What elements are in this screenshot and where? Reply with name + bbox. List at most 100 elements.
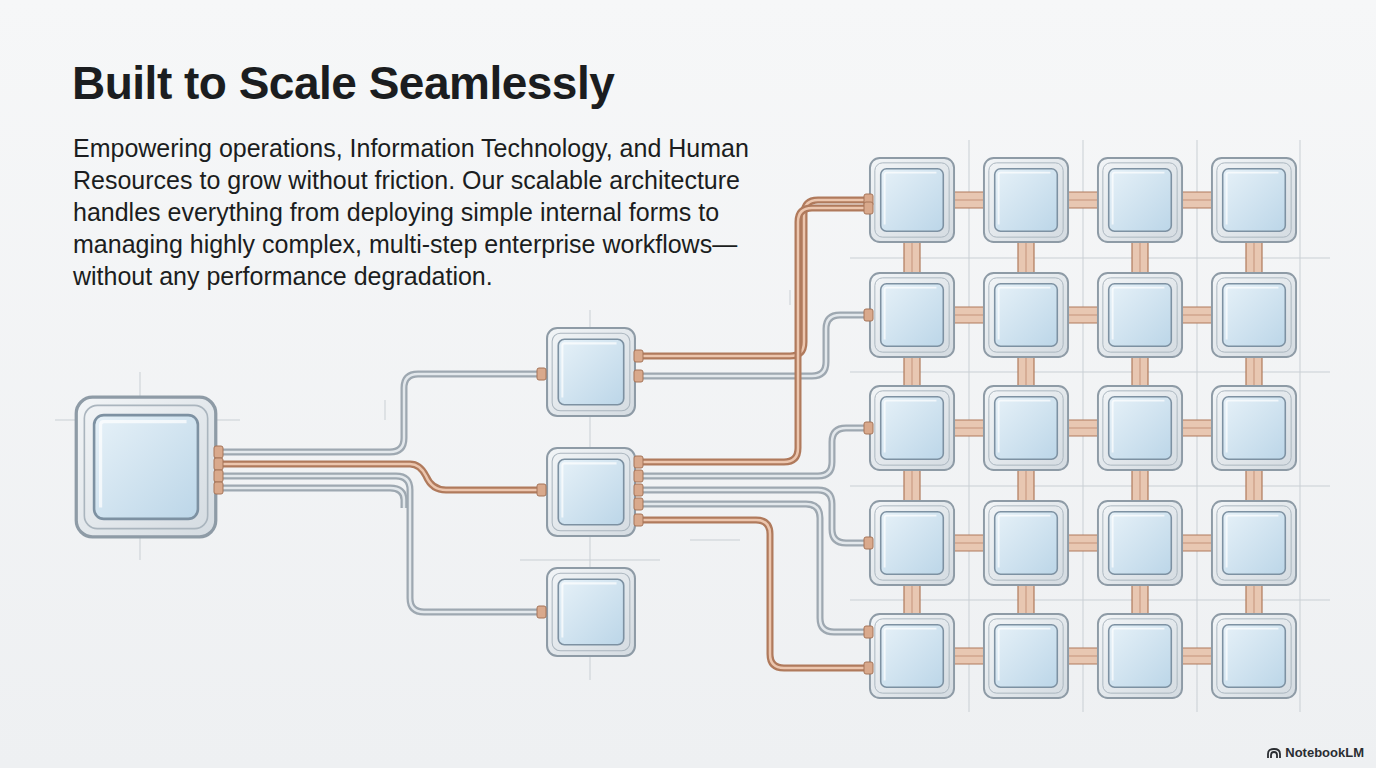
grid-link (1018, 583, 1034, 616)
grid-link (1066, 420, 1100, 436)
grid-link (1066, 307, 1100, 323)
relay-chip (547, 568, 635, 656)
pipe (638, 520, 870, 668)
grid-link-line (1254, 240, 1255, 275)
pipe-highlight (219, 374, 544, 452)
grid-link-line (1066, 656, 1100, 657)
grid-link-line (1254, 468, 1255, 503)
pipe-highlight (638, 520, 870, 668)
grid-link (1180, 420, 1214, 436)
grid-links (904, 192, 1262, 664)
grid-link-line (952, 315, 986, 316)
grid-link (1180, 192, 1214, 208)
grid-link-line (1066, 315, 1100, 316)
grid-link (1246, 583, 1262, 616)
grid-chip (870, 158, 954, 242)
port-tab (634, 470, 643, 482)
grid-link (904, 468, 920, 503)
grid-link (1066, 648, 1100, 664)
watermark-icon-stroke (1268, 749, 1280, 758)
grid-link (1246, 355, 1262, 388)
grid-link (1180, 535, 1214, 551)
port-tab (634, 456, 643, 468)
body-text: Empowering operations, Information Techn… (73, 132, 783, 292)
grid-link (1180, 648, 1214, 664)
port-tab (537, 606, 546, 618)
grid-link (1132, 468, 1148, 503)
grid-link (904, 583, 920, 616)
grid-link-line (952, 428, 986, 429)
grid-chip (984, 386, 1068, 470)
grid-link (952, 648, 986, 664)
grid-chip (1212, 614, 1296, 698)
grid-link-line (1140, 583, 1141, 616)
grid-link-line (1026, 355, 1027, 388)
slide-title: Built to Scale Seamlessly (72, 56, 614, 110)
grid-chip (984, 158, 1068, 242)
grid-link-line (912, 240, 913, 275)
port-tab (864, 422, 873, 434)
grid-link-line (1180, 656, 1214, 657)
pipe (638, 315, 870, 376)
grid-chip (1212, 386, 1296, 470)
grid-chip (870, 501, 954, 585)
port-tab (214, 470, 223, 482)
grid-link-line (1140, 240, 1141, 275)
grid-link-line (1180, 543, 1214, 544)
pipe (219, 488, 404, 508)
port-tab (864, 537, 873, 549)
grid-link (904, 240, 920, 275)
grid-chip (1098, 158, 1182, 242)
port-tab (634, 350, 643, 362)
grid-link (1066, 535, 1100, 551)
grid-link-line (952, 656, 986, 657)
grid-link (904, 355, 920, 388)
grid-link-line (912, 583, 913, 616)
grid-link (1132, 583, 1148, 616)
port-tab (634, 514, 643, 526)
pipe (219, 476, 544, 612)
text-holder: Built to Scale Seamlessly (72, 56, 614, 110)
port-tab (864, 626, 873, 638)
watermark: NotebookLM (1285, 745, 1364, 760)
grid-chip (984, 501, 1068, 585)
grid-chip (1098, 501, 1182, 585)
grid-chip (1212, 158, 1296, 242)
grid-link-line (1254, 355, 1255, 388)
grid-link (1018, 468, 1034, 503)
grid-link-line (952, 543, 986, 544)
watermark-icon (1267, 747, 1281, 759)
grid-link-line (1066, 200, 1100, 201)
port-tab (214, 446, 223, 458)
port-tab (864, 662, 873, 674)
pipe-highlight (638, 315, 870, 376)
port-tab (864, 309, 873, 321)
grid-link-line (1026, 468, 1027, 503)
grid-link (952, 535, 986, 551)
grid-link-line (1066, 428, 1100, 429)
port-tab (214, 482, 223, 494)
grid-link (1246, 240, 1262, 275)
text-holder: Empowering operations, Information Techn… (73, 132, 783, 292)
grid-chip (870, 386, 954, 470)
grid-link (1132, 355, 1148, 388)
grid-link (1180, 307, 1214, 323)
pipe-highlight (219, 476, 544, 612)
grid-link (1246, 468, 1262, 503)
grid-link (952, 420, 986, 436)
grid-link (952, 192, 986, 208)
port-tab (537, 368, 546, 380)
text-holder: NotebookLM (1267, 745, 1364, 760)
port-tab (634, 370, 643, 382)
grid-link-line (1026, 583, 1027, 616)
grid-chip (1212, 501, 1296, 585)
grid-chip (1098, 273, 1182, 357)
grid-link-line (912, 468, 913, 503)
grid-link-line (912, 355, 913, 388)
grid-link (1018, 355, 1034, 388)
port-tab (634, 484, 643, 496)
grid-link (1018, 240, 1034, 275)
grid-chip (984, 273, 1068, 357)
grid-link-line (1180, 200, 1214, 201)
